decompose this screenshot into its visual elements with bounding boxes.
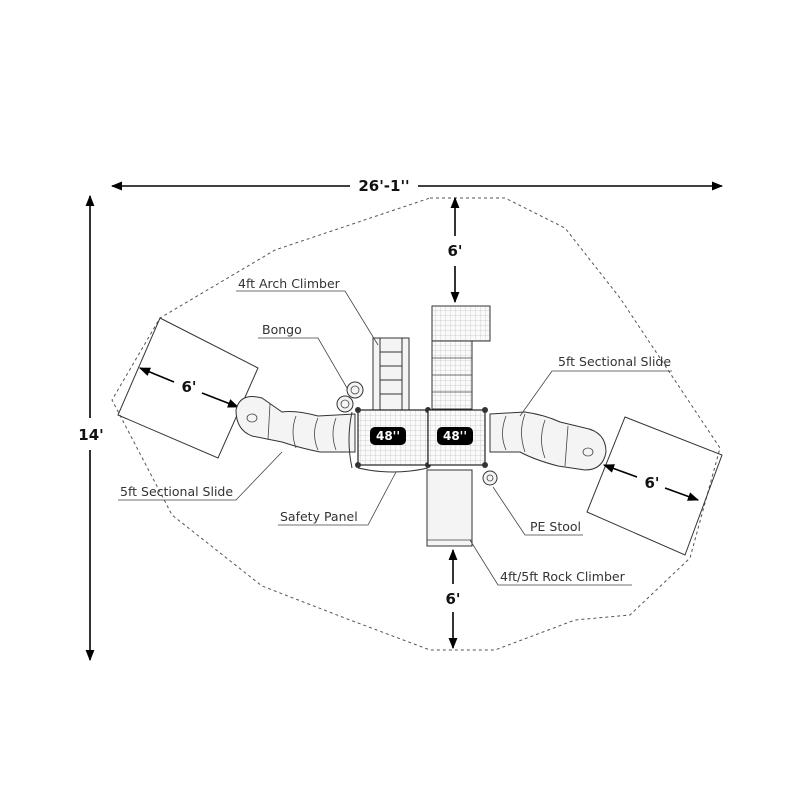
tower-roof: [431, 305, 491, 410]
deck-height-badge-left: 48'': [370, 427, 406, 445]
bongo-drums: [336, 381, 364, 413]
rock-climber: [426, 469, 473, 547]
deck-height-right-text: 48'': [443, 429, 467, 443]
label-pe-stool: PE Stool: [530, 519, 581, 534]
deck-height-left-text: 48'': [376, 429, 400, 443]
top-clearance-text: 6': [447, 242, 462, 260]
overall-depth-dimension: 14': [78, 194, 104, 662]
label-safety-panel: Safety Panel: [280, 509, 358, 524]
bottom-clearance-text: 6': [445, 590, 460, 608]
right-slide-exit-zone: 6': [586, 416, 723, 556]
left-slide-exit-zone: 6': [117, 317, 259, 459]
top-clearance-dimension: 6': [447, 196, 463, 304]
label-bongo: Bongo: [262, 322, 302, 337]
right-zone-text: 6': [644, 474, 659, 492]
overall-depth-text: 14': [78, 426, 103, 444]
pe-stool: [482, 470, 498, 486]
label-slide-right: 5ft Sectional Slide: [558, 354, 671, 369]
label-slide-left: 5ft Sectional Slide: [120, 484, 233, 499]
arch-climber: [372, 337, 410, 411]
overall-width-dimension: 26'-1'': [110, 177, 724, 195]
bottom-clearance-dimension: 6': [445, 548, 461, 650]
label-rock-climber: 4ft/5ft Rock Climber: [500, 569, 626, 584]
callout-leaders: [118, 290, 672, 586]
label-arch-climber: 4ft Arch Climber: [238, 276, 341, 291]
overall-width-text: 26'-1'': [358, 177, 409, 195]
right-sectional-slide: [489, 411, 607, 471]
deck-height-badge-right: 48'': [437, 427, 473, 445]
left-zone-text: 6': [181, 378, 196, 396]
left-sectional-slide: [235, 396, 356, 453]
